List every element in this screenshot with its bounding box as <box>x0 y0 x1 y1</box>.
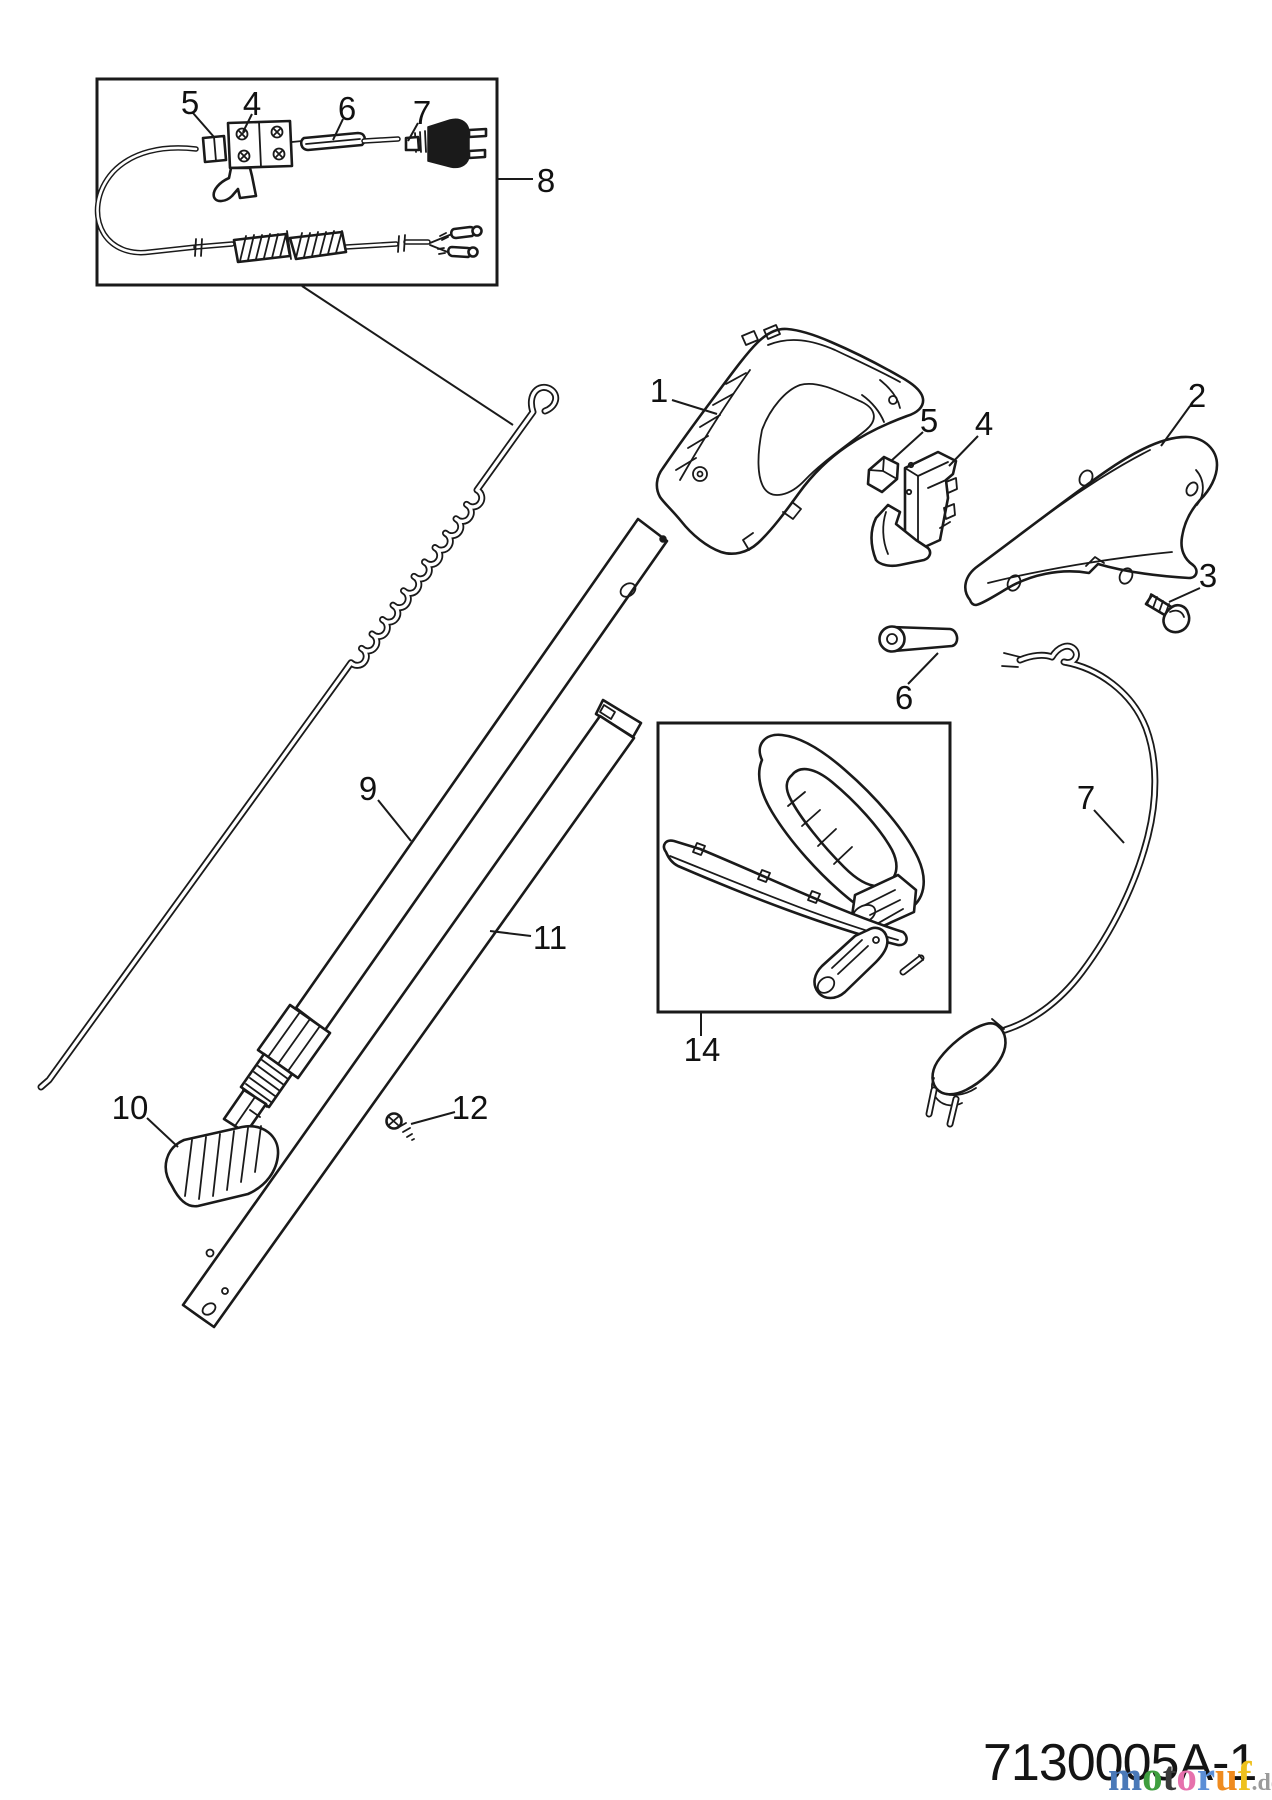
watermark-letter: u <box>1215 1753 1238 1799</box>
power-cord-drawing <box>925 642 1159 1128</box>
small-screw-drawing <box>385 1112 415 1141</box>
part-label-7: 7 <box>1077 779 1095 816</box>
watermark-letter: t <box>1162 1753 1177 1799</box>
throttle-cable-drawing <box>37 384 560 1091</box>
inset-handle-assembly <box>656 721 952 1014</box>
part-label-4: 4 <box>975 405 993 442</box>
inset-label-6: 6 <box>338 90 356 127</box>
plug-drawing <box>925 1018 1007 1128</box>
part-label-1: 1 <box>650 372 668 409</box>
part-label-11: 11 <box>533 919 567 956</box>
part-label-2: 2 <box>1188 377 1206 414</box>
housing-left-drawing <box>655 324 925 555</box>
watermark-letter: m <box>1108 1753 1143 1799</box>
watermark-logo: motoruf.de <box>1108 1756 1272 1797</box>
coil-wrap-drawing <box>232 230 348 264</box>
callouts: 1 2 3 4 5 6 7 9 10 11 12 14 <box>112 372 1217 1148</box>
housing-right-drawing <box>964 435 1219 607</box>
part-label-8: 8 <box>537 162 555 199</box>
switch-assembly-drawing <box>866 450 958 568</box>
inset-switch-drawing <box>201 119 294 203</box>
watermark-letter: r <box>1196 1753 1216 1799</box>
part-label-5: 5 <box>920 402 938 439</box>
coupling-knob-drawing <box>164 1124 280 1208</box>
watermark-letter: o <box>1176 1753 1197 1799</box>
inset-sleeve-drawing <box>291 131 401 152</box>
inset-label-4: 4 <box>243 85 261 122</box>
terminal-forks-drawing <box>429 225 483 259</box>
part-label-10: 10 <box>112 1089 149 1126</box>
watermark-suffix: .de <box>1251 1770 1272 1796</box>
inset-label-5: 5 <box>181 84 199 121</box>
inset-cable-assembly: 5 4 6 7 8 <box>94 77 555 426</box>
bushing-drawing <box>878 625 959 653</box>
inset-label-7: 7 <box>413 94 431 131</box>
part-label-12: 12 <box>452 1089 489 1126</box>
part-label-3: 3 <box>1199 557 1217 594</box>
screw-drawing <box>1144 593 1191 634</box>
lower-shaft-drawing <box>181 698 643 1329</box>
upper-shaft-drawing <box>222 517 669 1135</box>
part-label-14: 14 <box>684 1031 721 1068</box>
part-label-9: 9 <box>359 770 377 807</box>
watermark-letter: o <box>1142 1753 1163 1799</box>
part-label-6: 6 <box>895 679 913 716</box>
drawing-number: 7130005A-1 <box>983 1734 1257 1792</box>
watermark-letter: f <box>1237 1753 1252 1799</box>
